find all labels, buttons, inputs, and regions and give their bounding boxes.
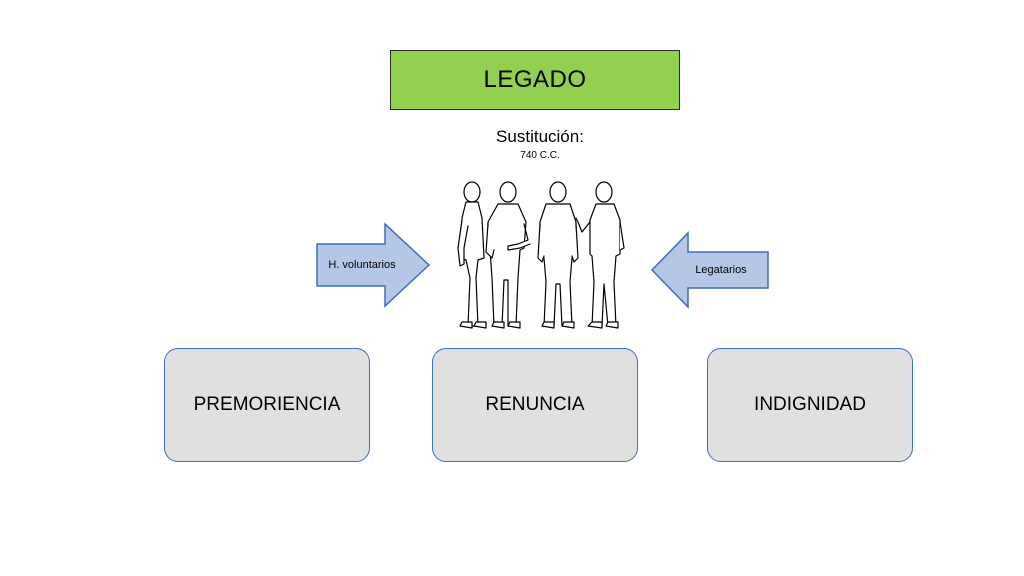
- article-reference: 740 C.C.: [520, 150, 560, 161]
- title-box: LEGADO: [390, 50, 680, 110]
- person-figure-3: [537, 181, 579, 329]
- subtitle: Sustitución:: [496, 127, 584, 146]
- box-label: PREMORIENCIA: [193, 394, 341, 415]
- title-text: LEGADO: [483, 66, 587, 93]
- person-figure-1: [457, 181, 487, 329]
- box-indignidad: INDIGNIDAD: [707, 348, 913, 462]
- right-arrow-label: Legatarios: [695, 264, 747, 276]
- left-arrow-label: H. voluntarios: [328, 259, 396, 271]
- box-renuncia: RENUNCIA: [432, 348, 638, 462]
- person-figure-4: [575, 181, 625, 329]
- right-arrow: [650, 231, 769, 309]
- box-label: INDIGNIDAD: [754, 394, 866, 415]
- box-label: RENUNCIA: [485, 394, 585, 415]
- people-group-icon: [457, 181, 625, 329]
- person-figure-2: [485, 181, 531, 329]
- left-arrow: [316, 222, 431, 308]
- box-premoriencia: PREMORIENCIA: [164, 348, 370, 462]
